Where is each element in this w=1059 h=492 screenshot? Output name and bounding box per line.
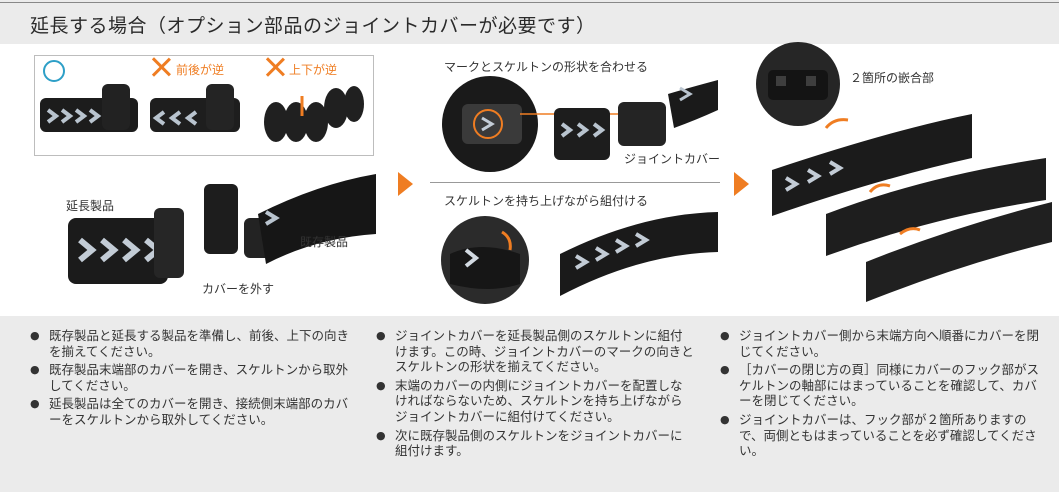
instruction-item: ジョイントカバー側から末端方向へ順番にカバーを閉じてください。 xyxy=(720,328,1042,359)
joint-cover-photo xyxy=(552,78,722,170)
instruction-item: 既存製品末端部のカバーを開き、スケルトンから取外してください。 xyxy=(30,362,350,393)
instruction-item: 既存製品と延長する製品を準備し、前後、上下の向きを揃えてください。 xyxy=(30,328,350,359)
mark-closeup-photo xyxy=(440,74,540,174)
disassembly-photo xyxy=(62,168,382,308)
instruction-item: ジョイントカバーを延長製品側のスケルトンに組付けます。この時、ジョイントカバーの… xyxy=(376,328,694,375)
instruction-item: ジョイントカバーは、フック部が２箇所ありますので、両側ともはまっていることを必ず… xyxy=(720,412,1042,459)
wrong-front-back-photo xyxy=(150,82,240,148)
step-arrow-icon xyxy=(734,172,749,196)
wrong-label-front-back: 前後が逆 xyxy=(176,63,225,77)
step-arrow-icon xyxy=(398,172,413,196)
instructions-step1: 既存製品と延長する製品を準備し、前後、上下の向きを揃えてください。 既存製品末端… xyxy=(30,328,350,431)
wrong-x-icon xyxy=(150,56,172,78)
instruction-item: 末端のカバーの内側にジョイントカバーを配置しなければならないため、スケルトンを持… xyxy=(376,378,694,425)
wrong-label-up-down: 上下が逆 xyxy=(289,63,338,77)
top-rule xyxy=(0,2,1059,3)
instruction-item: 次に既存製品側のスケルトンをジョイントカバーに組付けます。 xyxy=(376,428,694,459)
lift-closeup-photo xyxy=(440,214,530,306)
correct-orientation-photo xyxy=(40,80,138,148)
step2-divider xyxy=(430,182,720,183)
existing-product-label: 既存製品 xyxy=(300,235,349,249)
instructions-step3: ジョイントカバー側から末端方向へ順番にカバーを閉じてください。 ［カバーの閉じ方… xyxy=(720,328,1042,462)
align-heading: マークとスケルトンの形状を合わせる xyxy=(444,60,649,74)
instructions-step2: ジョイントカバーを延長製品側のスケルトンに組付けます。この時、ジョイントカバーの… xyxy=(376,328,694,462)
fitting-points-label: ２箇所の嵌合部 xyxy=(850,71,935,85)
wrong-x-icon xyxy=(264,56,286,78)
ok-circle-icon xyxy=(43,60,65,82)
fitting-closeup-photo xyxy=(750,40,846,126)
joint-cover-label: ジョイントカバー xyxy=(624,152,721,166)
instruction-item: ［カバーの閉じ方の頁］同様にカバーのフック部がスケルトンの軸部にはまっていること… xyxy=(720,362,1042,409)
closing-covers-photo xyxy=(766,110,1056,306)
instruction-item: 延長製品は全てのカバーを開き、接続側末端部のカバーをスケルトンから取外してくださ… xyxy=(30,396,350,427)
wrong-up-down-photo xyxy=(262,82,366,150)
remove-cover-label: カバーを外す xyxy=(202,282,275,296)
lift-heading: スケルトンを持ち上げながら組付ける xyxy=(444,194,649,208)
assembly-photo xyxy=(556,204,722,300)
extension-product-label: 延長製品 xyxy=(66,199,115,213)
page-title: 延長する場合（オプション部品のジョイントカバーが必要です） xyxy=(30,15,596,37)
